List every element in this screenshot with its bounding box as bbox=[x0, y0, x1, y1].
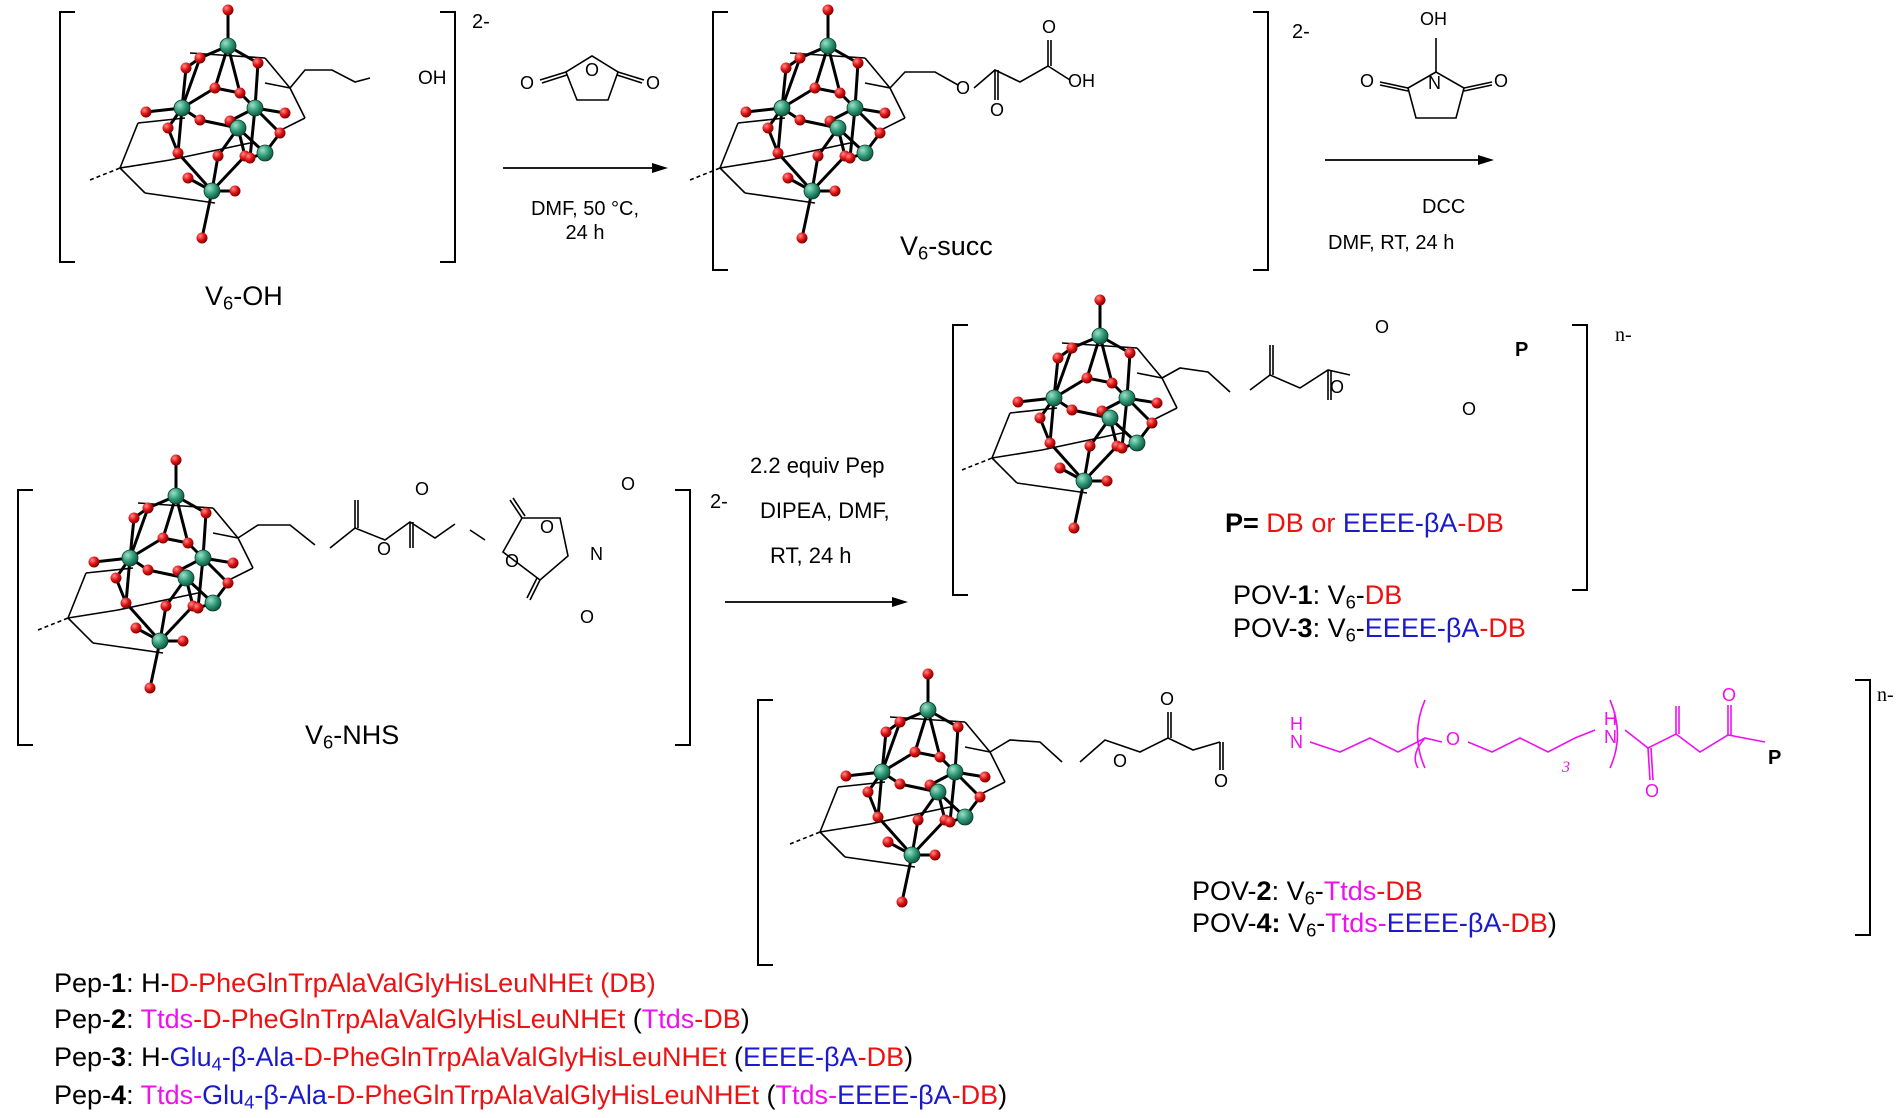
charge-pov-1-3: n- bbox=[1615, 324, 1632, 346]
atom-o-ester-pov-1-3: O bbox=[1330, 377, 1345, 397]
atom-o-carbonyl2-v6-nhs: O bbox=[505, 551, 520, 571]
step3-conditions-line1: 2.2 equiv Pep bbox=[750, 453, 885, 478]
v6-oh-bracket-left bbox=[59, 11, 75, 263]
atom-oh-v6-oh: OH bbox=[418, 68, 447, 89]
pov-2-4-bracket-left bbox=[757, 699, 773, 966]
atom-o-carbonyl1-pov-2-4: O bbox=[1160, 689, 1175, 709]
atom-o-ester-v6-nhs: O bbox=[377, 539, 392, 559]
atom-o-anhydride: O bbox=[585, 60, 600, 80]
atom-o-anhydride-left: O bbox=[520, 73, 535, 93]
reaction-arrow-1 bbox=[503, 163, 668, 173]
v6-oh-bracket-right bbox=[440, 11, 456, 263]
ttds-linker bbox=[1309, 699, 1766, 781]
n-hydroxysuccinimide-structure bbox=[1379, 38, 1493, 119]
step3-conditions-line2: DIPEA, DMF, bbox=[760, 498, 890, 523]
atom-o-ester-v6-succ: O bbox=[956, 78, 971, 98]
atom-o-ester-pov-2-4: O bbox=[1113, 751, 1128, 771]
step1-conditions-line1: DMF, 50 °C, bbox=[530, 198, 640, 220]
atom-o-amide-pov-2-4: O bbox=[1645, 781, 1660, 801]
step2-conditions: DMF, RT, 24 h bbox=[1328, 232, 1455, 254]
v6-succ-bracket-right bbox=[1253, 11, 1269, 271]
atom-o-carbonyl1-pov-1-3: O bbox=[1375, 317, 1390, 337]
atom-o-peg: O bbox=[1446, 729, 1461, 749]
atom-o-linker-v6-nhs: O bbox=[540, 517, 555, 537]
charge-v6-succ: 2- bbox=[1292, 21, 1310, 43]
charge-v6-nhs: 2- bbox=[710, 491, 728, 513]
pov-3-label: POV-3: V6-EEEE-βA-DB bbox=[1233, 613, 1526, 646]
pov-4-label: POV-4: V6-Ttds-EEEE-βA-DB) bbox=[1192, 908, 1557, 941]
atom-o-nhs-right: O bbox=[1494, 71, 1509, 91]
v6-oh-structure bbox=[59, 3, 456, 263]
reaction-arrow-3 bbox=[725, 597, 908, 607]
label-v6-nhs: V6-NHS bbox=[305, 720, 400, 753]
atom-o-succinimide-bottom: O bbox=[580, 607, 595, 627]
peptide-4-line: Pep-4: Ttds-Glu4-β-Ala-D-PheGlnTrpAlaVal… bbox=[54, 1080, 1008, 1113]
step2-reagent: DCC bbox=[1422, 196, 1466, 218]
atom-o-succinimide-top: O bbox=[621, 474, 636, 494]
pov-2-label: POV-2: V6-Ttds-DB bbox=[1192, 876, 1423, 909]
pov-1-3-structure bbox=[952, 293, 1588, 596]
atom-o-carbonyl2-pov-1-3: O bbox=[1462, 399, 1477, 419]
pov-1-3-bracket-right bbox=[1572, 324, 1588, 591]
atom-o-nhs-left: O bbox=[1360, 71, 1375, 91]
v6-nhs-structure bbox=[17, 453, 691, 746]
peptide-2-line: Pep-2: Ttds-D-PheGlnTrpAlaValGlyHisLeuNH… bbox=[54, 1004, 750, 1034]
charge-v6-oh: 2- bbox=[472, 11, 490, 33]
v6-nhs-bracket-left bbox=[17, 489, 33, 746]
pov-1-3-bracket-left bbox=[952, 324, 968, 596]
atom-oh-v6-succ: OH bbox=[1068, 71, 1095, 91]
atom-n-nhs: N bbox=[1428, 73, 1441, 93]
peptide-3-line: Pep-3: H-Glu4-β-Ala-D-PheGlnTrpAlaValGly… bbox=[54, 1042, 914, 1075]
peg-repeat-count: 3 bbox=[1562, 759, 1570, 776]
label-v6-oh: V6-OH bbox=[205, 281, 283, 314]
atom-o-carbonyl2-pov-2-4: O bbox=[1214, 771, 1229, 791]
v6-succ-structure bbox=[688, 3, 1269, 271]
charge-pov-2-4: n- bbox=[1877, 684, 1894, 706]
peptide-1-line: Pep-1: H-D-PheGlnTrpAlaValGlyHisLeuNHEt … bbox=[54, 968, 656, 998]
succinic-anhydride-structure bbox=[539, 55, 645, 101]
atom-o-carbonyl1-v6-nhs: O bbox=[415, 479, 430, 499]
pov-2-4-structure bbox=[757, 667, 1871, 966]
atom-p-pov-1-3: P bbox=[1515, 339, 1529, 361]
atom-o-acid-v6-succ: O bbox=[990, 100, 1005, 120]
pov-1-label: POV-1: V6-DB bbox=[1233, 580, 1403, 613]
pov-2-4-bracket-right bbox=[1855, 679, 1871, 936]
label-v6-succ: V6-succ bbox=[900, 231, 993, 264]
atom-o-carbonyl-v6-succ: O bbox=[1042, 17, 1057, 37]
atom-o-terminal-pov-2-4: O bbox=[1722, 685, 1737, 705]
step1-conditions-line2: 24 h bbox=[565, 222, 605, 244]
step3-conditions-line3: RT, 24 h bbox=[770, 543, 852, 568]
atom-o-anhydride-right: O bbox=[646, 73, 661, 93]
v6-succ-bracket-left bbox=[712, 11, 728, 271]
atom-n-v6-nhs: N bbox=[590, 544, 603, 564]
p-definition: P= DB or EEEE-βA-DB bbox=[1225, 508, 1504, 538]
atom-oh-nhs: OH bbox=[1420, 9, 1447, 29]
v6-nhs-bracket-right bbox=[675, 489, 691, 746]
reaction-arrow-2 bbox=[1325, 155, 1494, 165]
atom-p-pov-2-4: P bbox=[1768, 747, 1782, 769]
